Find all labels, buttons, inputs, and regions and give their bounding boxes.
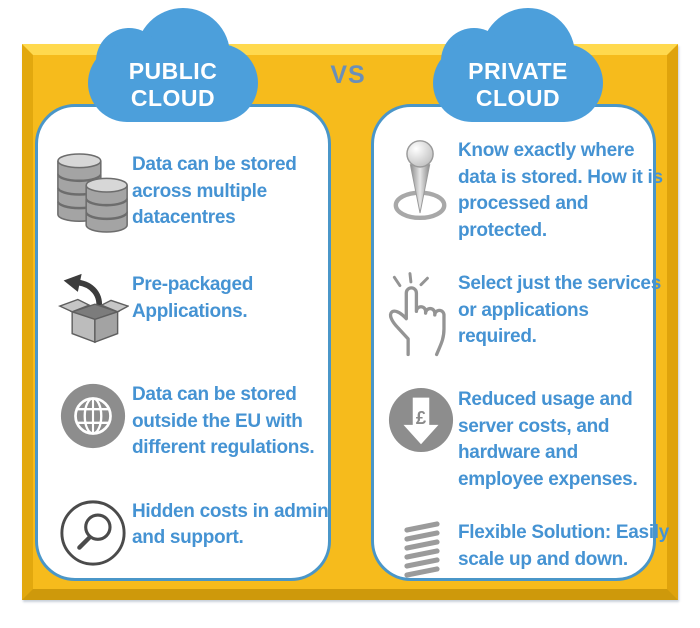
- location-pin-icon: [393, 140, 447, 221]
- svg-text:£: £: [416, 407, 427, 428]
- cloud-shape: [433, 44, 603, 122]
- pound-down-arrow-icon: £: [384, 386, 458, 454]
- private-cloud-panel: Know exactly where data is stored. How i…: [371, 104, 669, 581]
- private-item-know-where: Know exactly where data is stored. How i…: [384, 137, 663, 244]
- private-item-flexible: Flexible Solution: Easily scale up and d…: [384, 519, 669, 579]
- public-item-datacentres: Data can be stored across multiple datac…: [54, 151, 322, 235]
- private-item-text: Know exactly where data is stored. How i…: [458, 140, 663, 241]
- click-hand-icon: [384, 270, 458, 360]
- private-cloud-title-line1: PRIVATE: [468, 58, 568, 84]
- private-cloud-badge: PRIVATE CLOUD: [433, 8, 603, 122]
- globe-icon: [54, 381, 132, 451]
- globe-icon: [60, 383, 126, 449]
- vs-label: VS: [330, 61, 366, 89]
- public-cloud-badge: PUBLIC CLOUD: [88, 8, 258, 122]
- pound-down-arrow-icon: £: [388, 387, 454, 453]
- private-cloud-title-line2: CLOUD: [475, 85, 561, 111]
- public-cloud-title-line2: CLOUD: [130, 85, 216, 111]
- private-item-text: Reduced usage and server costs, and hard…: [458, 389, 638, 490]
- private-item-text: Select just the services or applications…: [458, 273, 661, 347]
- magnifier-icon: [60, 499, 126, 566]
- magnifier-icon: [54, 498, 132, 568]
- public-item-text: Pre-packaged Applications.: [132, 274, 254, 322]
- private-item-reduced-costs: £ Reduced usage and server costs, and ha…: [384, 386, 649, 493]
- public-item-hidden-costs: Hidden costs in admin and support.: [54, 498, 329, 568]
- open-box-arrow-icon: [54, 271, 132, 345]
- private-item-text: Flexible Solution: Easily scale up and d…: [458, 522, 670, 570]
- public-item-text: Data can be stored across multiple datac…: [132, 154, 297, 228]
- cloud-shape: [88, 44, 258, 122]
- public-cloud-title: PUBLIC CLOUD: [88, 58, 258, 112]
- public-cloud-title-line1: PUBLIC: [128, 58, 218, 84]
- public-item-text: Hidden costs in admin and support.: [132, 500, 329, 549]
- click-hand-icon: [388, 272, 446, 357]
- private-item-select-services: Select just the services or applications…: [384, 270, 661, 360]
- spring-icon: [404, 521, 440, 578]
- database-stack-icon: [57, 153, 128, 233]
- public-item-eu-regulations: Data can be stored outside the EU with d…: [54, 381, 322, 462]
- public-item-prepackaged: Pre-packaged Applications.: [54, 271, 322, 345]
- location-pin-icon: [384, 137, 458, 227]
- database-stack-icon: [54, 151, 132, 235]
- public-item-text: Data can be stored outside the EU with d…: [132, 384, 315, 458]
- open-box-arrow-icon: [57, 273, 129, 344]
- spring-icon: [384, 519, 458, 579]
- private-cloud-title: PRIVATE CLOUD: [433, 58, 603, 112]
- public-cloud-panel: Data can be stored across multiple datac…: [35, 104, 331, 581]
